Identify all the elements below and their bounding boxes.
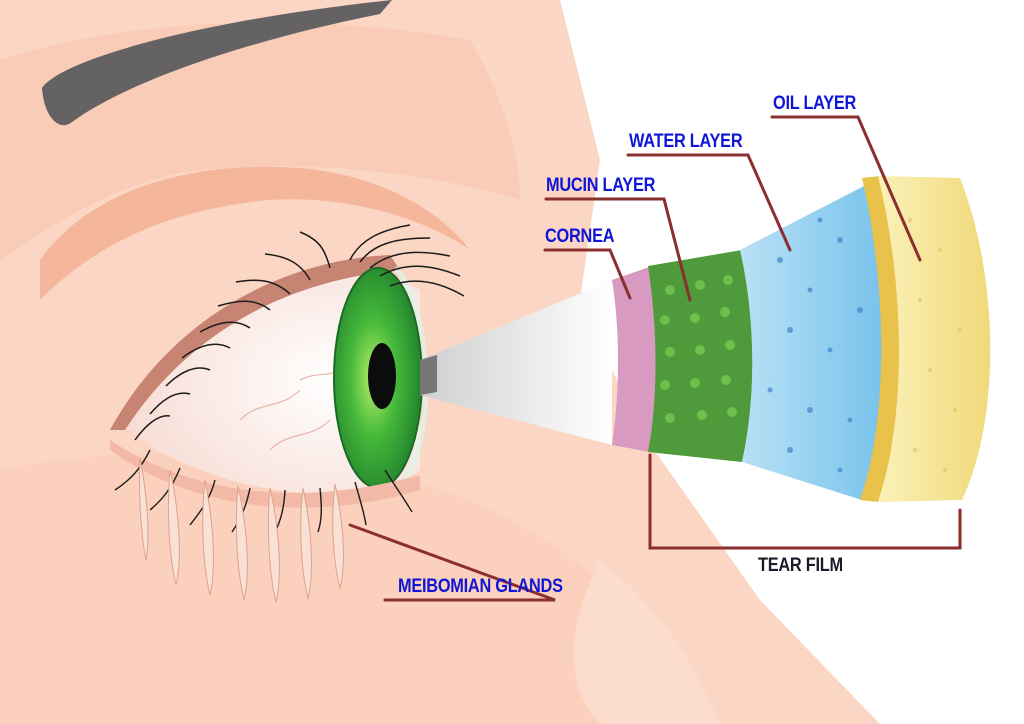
cornea-layer [612,266,658,452]
water-layer [740,186,882,500]
label-tear-film: TEAR FILM [758,556,843,575]
label-meibomian-glands: MEIBOMIAN GLANDS [398,577,563,596]
water-leader [628,155,790,250]
label-oil-layer: OIL LAYER [773,94,856,113]
label-mucin-layer: MUCIN LAYER [546,176,655,195]
pupil [368,343,396,409]
label-cornea: CORNEA [545,227,614,246]
label-water-layer: WATER LAYER [629,132,742,151]
